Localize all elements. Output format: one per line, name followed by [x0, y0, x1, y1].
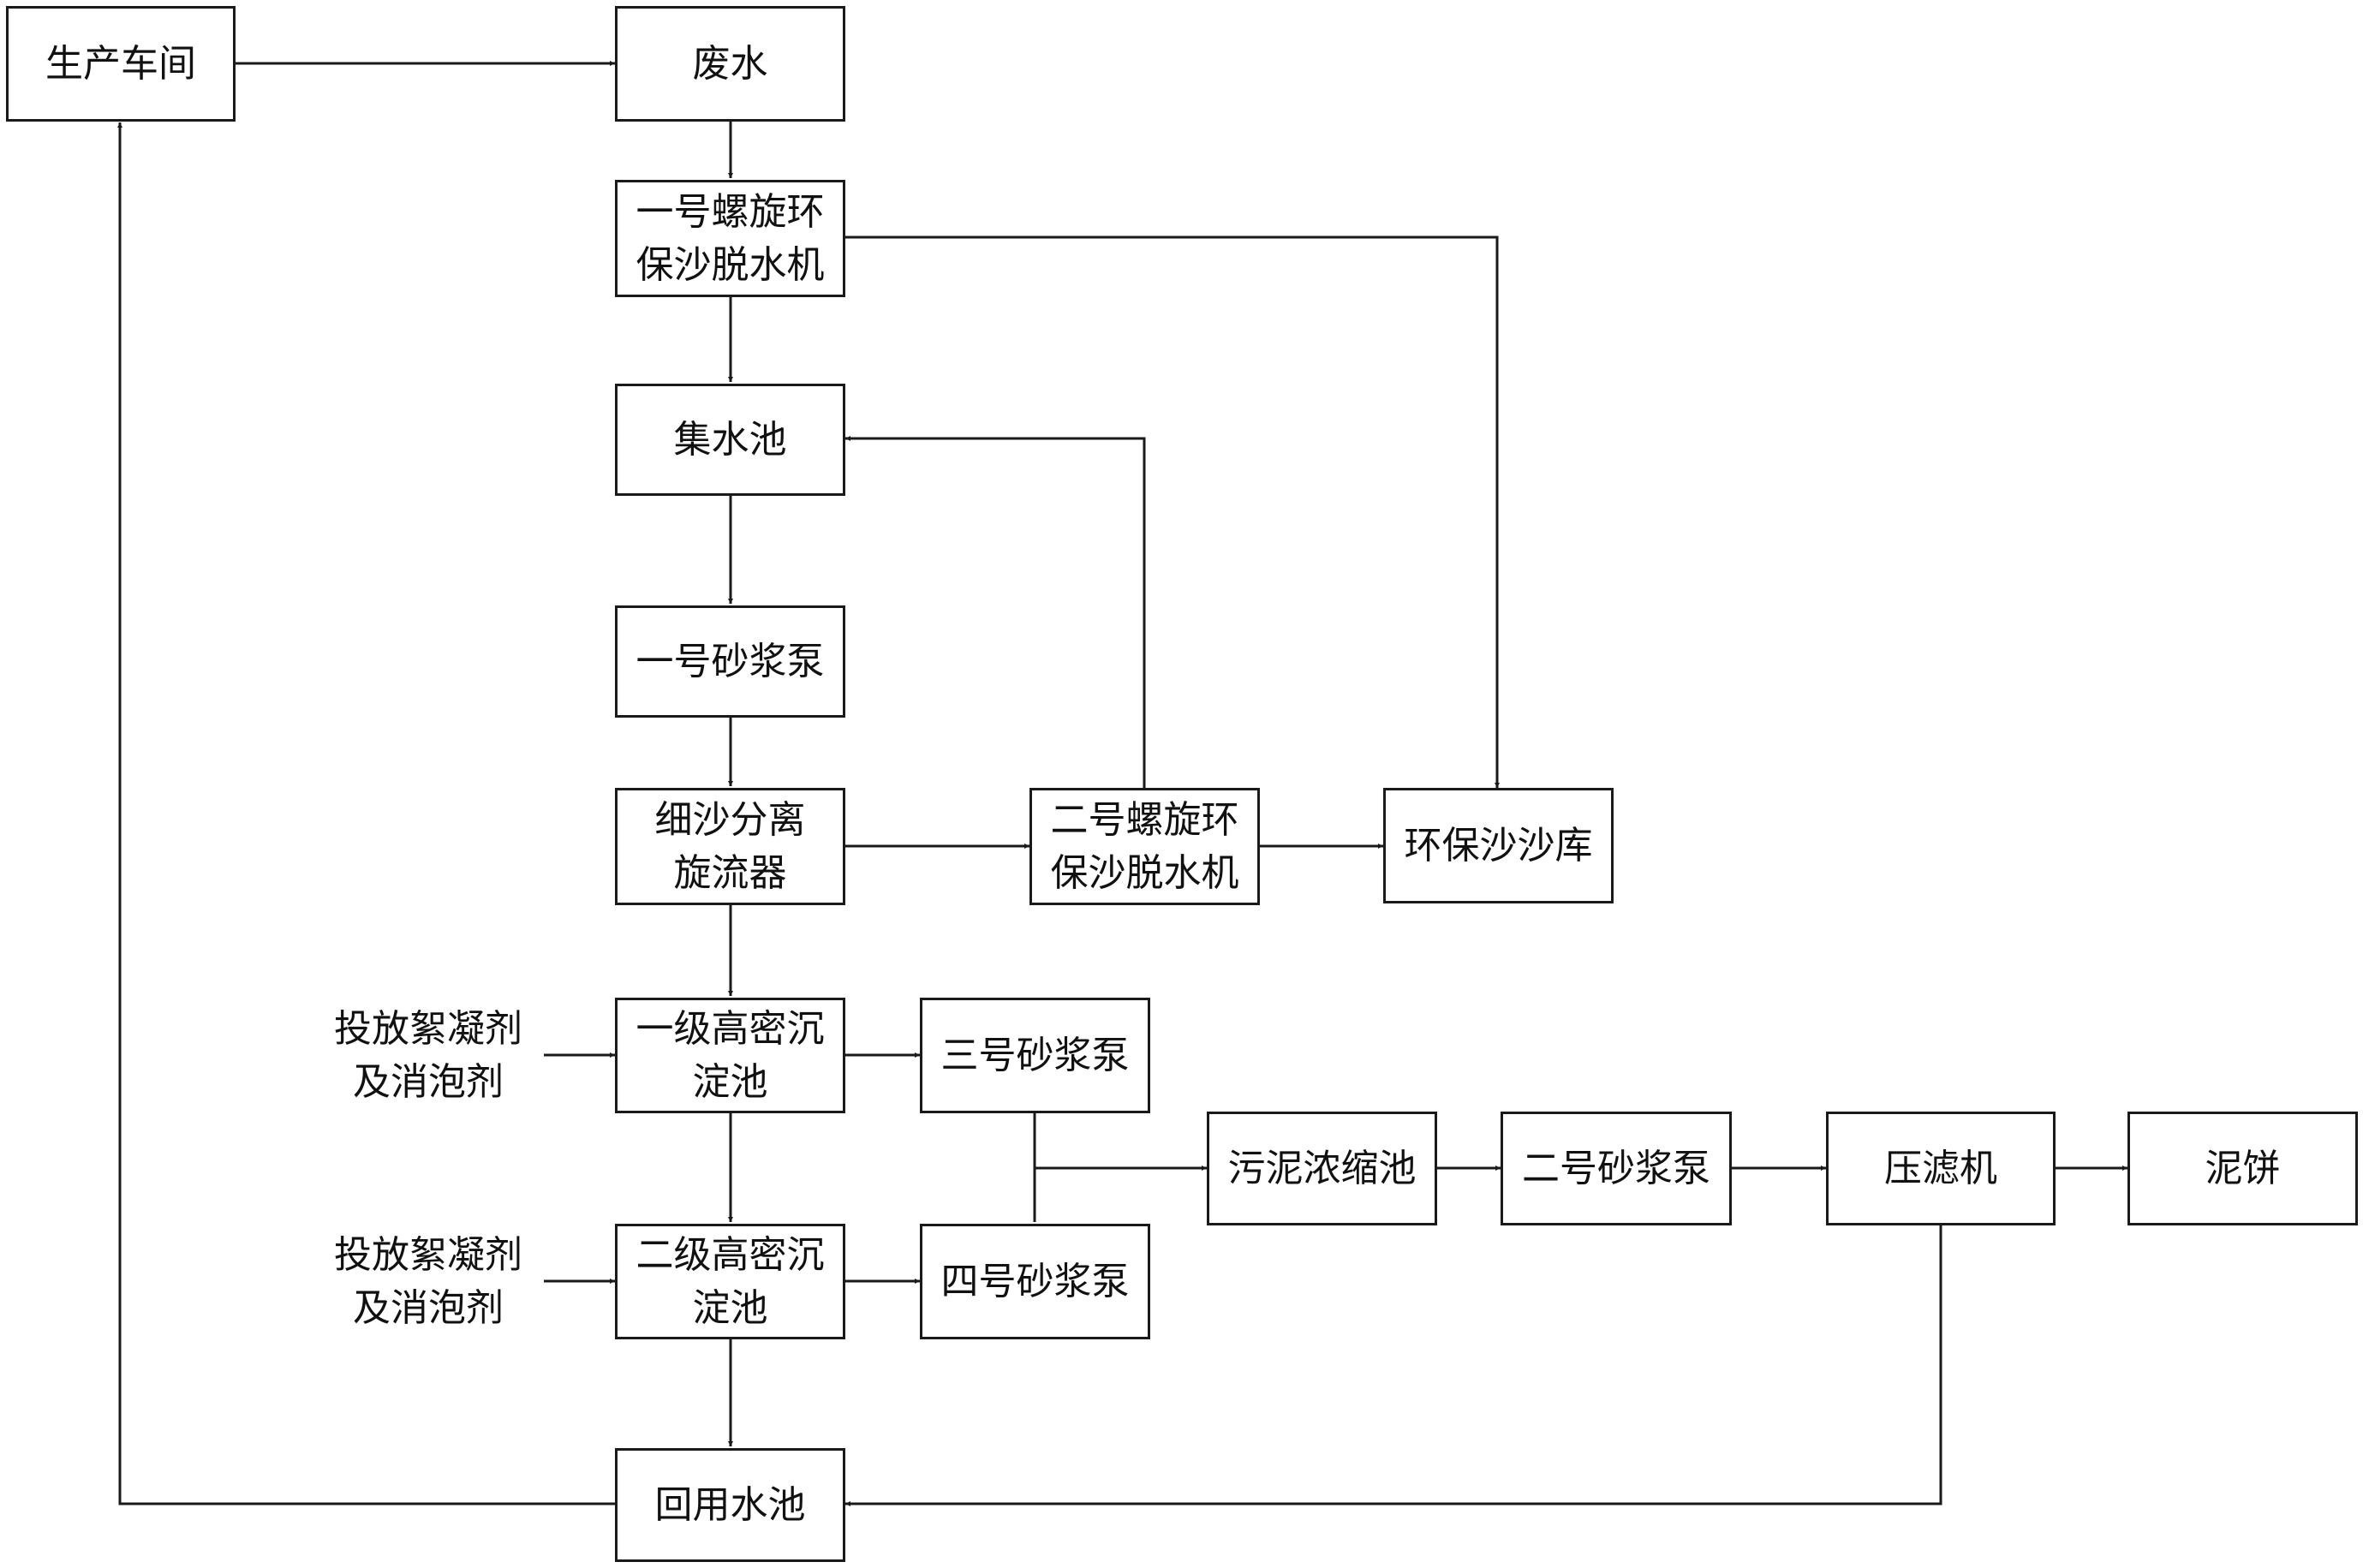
node-filter-press: 压滤机 — [1826, 1112, 2056, 1225]
node-spiral-dewaterer-2: 二号螺旋环 保沙脱水机 — [1029, 788, 1260, 905]
node-sump: 集水池 — [615, 384, 845, 496]
node-mortar-pump-4: 四号砂浆泵 — [920, 1224, 1150, 1339]
node-mortar-pump-3: 三号砂浆泵 — [920, 998, 1150, 1113]
input-flocculant-2: 投放絮凝剂 及消泡剂 — [334, 1232, 522, 1330]
node-mortar-pump-2: 二号砂浆泵 — [1501, 1112, 1732, 1225]
node-high-density-settler-2: 二级高密沉 淀池 — [615, 1224, 845, 1339]
node-sludge-thickener: 污泥浓缩池 — [1207, 1112, 1437, 1225]
node-mortar-pump-1: 一号砂浆泵 — [615, 605, 845, 718]
node-workshop: 生产车间 — [6, 6, 236, 122]
node-mud-cake: 泥饼 — [2127, 1112, 2358, 1225]
node-wastewater: 废水 — [615, 6, 845, 122]
node-high-density-settler-1: 一级高密沉 淀池 — [615, 998, 845, 1113]
edge-spiral2-to-sump — [845, 436, 1146, 788]
node-reuse-water-pool: 回用水池 — [615, 1448, 845, 1562]
node-sand-store: 环保沙沙库 — [1383, 788, 1614, 903]
edge-filter-press-to-reuse-pool — [845, 1225, 1942, 1506]
node-spiral-dewaterer-1: 一号螺旋环 保沙脱水机 — [615, 180, 845, 297]
edge-spiral1-to-sand-store — [845, 235, 1500, 788]
node-fine-sand-cyclone: 细沙分离 旋流器 — [615, 788, 845, 905]
edge-reuse-pool-to-workshop — [117, 122, 615, 1505]
input-flocculant-1: 投放絮凝剂 及消泡剂 — [334, 1006, 522, 1104]
